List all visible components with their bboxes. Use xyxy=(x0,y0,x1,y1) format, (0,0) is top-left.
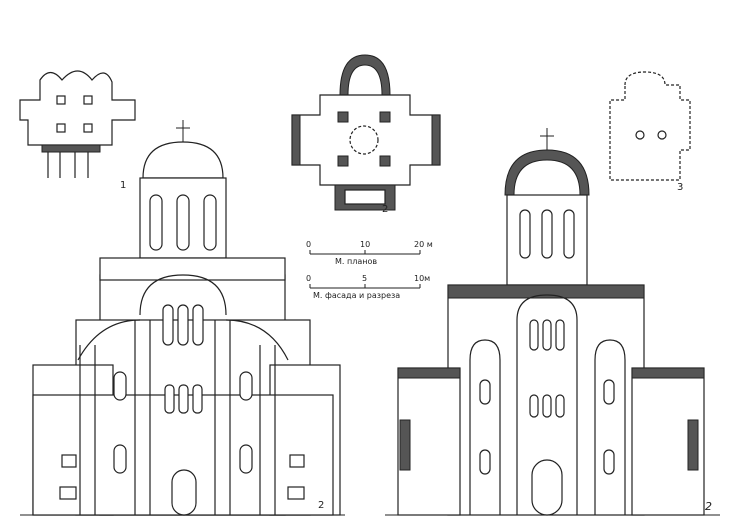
scale-tick: 10м xyxy=(414,274,430,283)
section-label: 2 xyxy=(705,500,712,513)
plan-1: 1 xyxy=(19,70,136,191)
scale-facade: 0 5 10м М. фасада и разреза xyxy=(306,274,430,300)
plan-1-label: 1 xyxy=(120,180,126,191)
facade: 2 xyxy=(20,120,345,516)
plan-2-label: 2 xyxy=(382,204,388,215)
scale-plans: 0 10 20 м М. планов xyxy=(306,240,433,266)
scale-caption: М. фасада и разреза xyxy=(313,291,400,300)
scale-tick: 0 xyxy=(306,274,311,283)
scale-caption: М. планов xyxy=(335,257,377,266)
plan-2: 2 xyxy=(291,54,441,215)
section: 2 xyxy=(385,128,720,516)
facade-label: 2 xyxy=(318,500,324,511)
scale-tick: 5 xyxy=(362,274,367,283)
scale-tick: 20 м xyxy=(414,240,433,249)
scale-tick: 10 xyxy=(360,240,370,249)
plan-3-label: 3 xyxy=(677,182,683,193)
scale-tick: 0 xyxy=(306,240,311,249)
plan-3: 3 xyxy=(609,71,691,193)
